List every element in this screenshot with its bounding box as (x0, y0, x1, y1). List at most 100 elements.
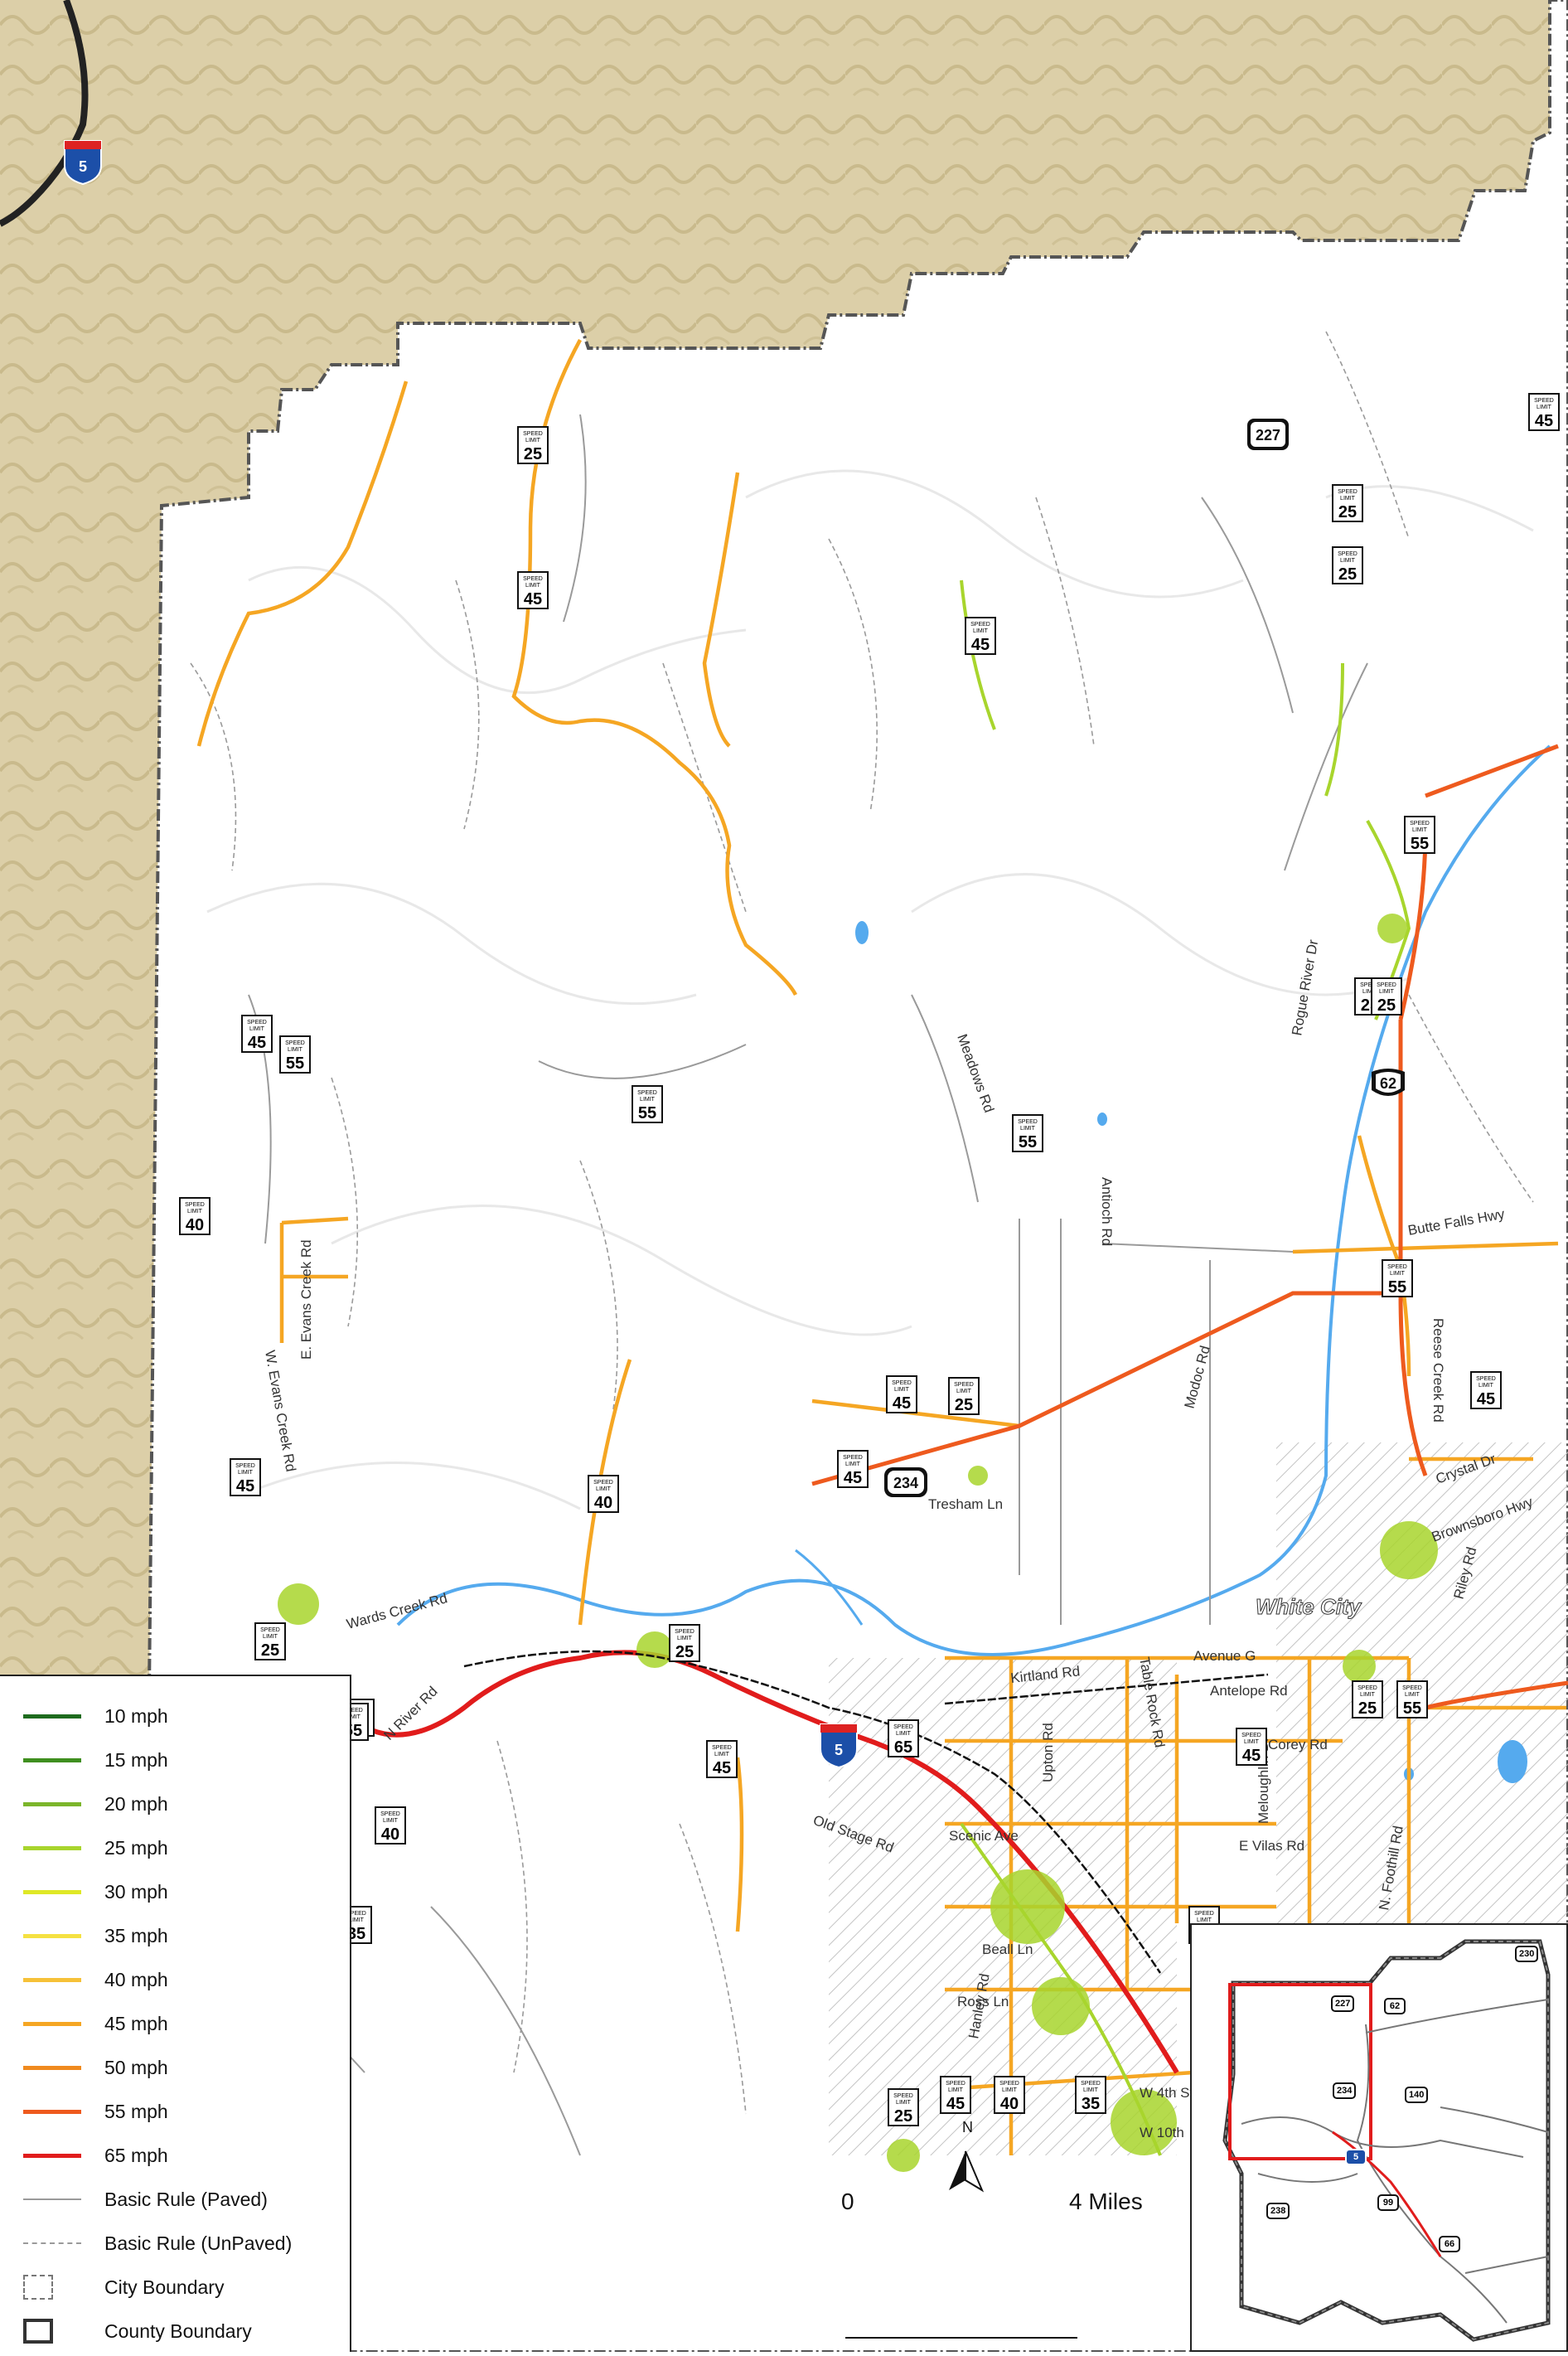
speed-sign-mid-text: LIMIT (1360, 1692, 1376, 1698)
speed-sign-mid-text: LIMIT (640, 1097, 656, 1103)
speed-sign-value: 25 (894, 2107, 912, 2126)
interstate-shield-south: 5 (820, 1723, 858, 1769)
route-shield-number: 62 (1380, 1075, 1396, 1092)
speed-sign-value: 40 (1000, 2095, 1019, 2113)
legend-item: 10 mph (23, 1699, 168, 1733)
road-label: Tresham Ln (928, 1496, 1003, 1512)
speed-sign-value: 35 (347, 1925, 365, 1943)
inset-route-shield: 66 (1439, 2236, 1460, 2252)
inset-route-shield: 227 (1331, 1995, 1355, 2012)
legend-item: City Boundary (23, 2271, 224, 2304)
speed-sign-value: 45 (893, 1394, 911, 1413)
legend-label: 15 mph (104, 1748, 168, 1771)
speed-sign-mid-text: LIMIT (596, 1486, 612, 1492)
inset-route-shield: 238 (1266, 2203, 1290, 2219)
speed-sign-mid-text: LIMIT (1412, 827, 1428, 833)
legend-swatch (23, 2021, 81, 2026)
speed-sign-value: 45 (713, 1759, 731, 1777)
scale-bar-graphic (845, 2337, 1077, 2339)
inset-route-shield: 140 (1405, 2087, 1429, 2103)
legend-swatch (23, 1933, 81, 1938)
speed-sign-mid-text: LIMIT (263, 1634, 278, 1640)
inset-route-shield: 230 (1515, 1946, 1539, 1962)
scale-start-label: 0 (841, 2189, 854, 2214)
route-shield-number: 227 (1256, 427, 1280, 444)
speed-sign-top-text: SPEED (1402, 1685, 1422, 1691)
place-label-white-city: White City (1256, 1594, 1362, 1619)
speed-sign-value: 45 (524, 590, 542, 608)
legend-swatch (23, 1757, 81, 1762)
road-label: Ross Ln (957, 1994, 1009, 2009)
speed-sign-mid-text: LIMIT (1405, 1692, 1420, 1698)
speed-sign-top-text: SPEED (843, 1455, 863, 1461)
speed-sign-mid-text: LIMIT (677, 1636, 693, 1641)
speed-sign-value: 40 (186, 1216, 204, 1234)
roads-50-55 (811, 744, 1568, 1710)
speed-sign-top-text: SPEED (1410, 821, 1430, 827)
legend-swatch (23, 2275, 53, 2300)
speed-sign-top-text: SPEED (1241, 1733, 1261, 1738)
speed-sign-top-text: SPEED (1194, 1911, 1214, 1917)
speed-sign-mid-text: LIMIT (1340, 496, 1356, 502)
legend-swatch (23, 2109, 81, 2114)
speed-sign-value: 65 (894, 1738, 912, 1757)
speed-sign-mid-text: LIMIT (1478, 1383, 1494, 1389)
route-shield-number: 234 (893, 1475, 918, 1491)
speed-sign-mid-text: LIMIT (1083, 2087, 1099, 2093)
speed-sign-mid-text: LIMIT (346, 1714, 361, 1720)
legend-label: 40 mph (104, 1968, 168, 1990)
speed-sign-top-text: SPEED (970, 622, 990, 628)
speed-sign-mid-text: LIMIT (714, 1752, 730, 1757)
speed-sign-mid-text: LIMIT (956, 1389, 972, 1394)
scale-end-label: 4 Miles (1069, 2189, 1143, 2214)
legend-label: 65 mph (104, 2144, 168, 2166)
route-shield-234: 234 (884, 1467, 927, 1497)
legend-item: 30 mph (23, 1875, 168, 1908)
scale-bar: 0 4 Miles N (837, 2119, 1185, 2352)
speed-sign-mid-text: LIMIT (973, 628, 989, 634)
speed-sign-value: 25 (261, 1641, 279, 1660)
speed-sign-value: 45 (1242, 1747, 1261, 1765)
speed-sign-value: 25 (955, 1396, 973, 1414)
speed-sign-mid-text: LIMIT (1020, 1126, 1036, 1132)
speed-sign-value: 25 (675, 1643, 694, 1661)
speed-sign-value: 35 (1082, 2095, 1100, 2113)
inset-route-shield: 62 (1384, 1998, 1406, 2014)
speed-sign-top-text: SPEED (1357, 1685, 1377, 1691)
speed-sign-value: 25 (1377, 996, 1396, 1015)
speed-sign-top-text: SPEED (1338, 489, 1357, 495)
speed-sign-top-text: SPEED (593, 1480, 613, 1486)
legend-item: Basic Rule (Paved) (23, 2183, 268, 2216)
speed-sign-mid-text: LIMIT (1244, 1739, 1260, 1745)
speed-sign-top-text: SPEED (1081, 2081, 1101, 2087)
road-label: W 10th (1140, 2125, 1184, 2140)
speed-sign-mid-text: LIMIT (1390, 1271, 1406, 1277)
legend-label: Basic Rule (Paved) (104, 2188, 268, 2210)
speed-sign-top-text: SPEED (235, 1463, 255, 1469)
legend-swatch (23, 1801, 81, 1806)
speed-sign-top-text: SPEED (1360, 982, 1380, 988)
legend-label: 10 mph (104, 1704, 168, 1727)
legend-swatch (23, 1714, 81, 1719)
speed-sign-top-text: SPEED (185, 1202, 205, 1208)
speed-sign-value: 55 (286, 1054, 304, 1073)
road-label: E. Evans Creek Rd (298, 1239, 314, 1360)
legend-item: 35 mph (23, 1919, 168, 1952)
speed-sign-mid-text: LIMIT (1197, 1917, 1212, 1923)
